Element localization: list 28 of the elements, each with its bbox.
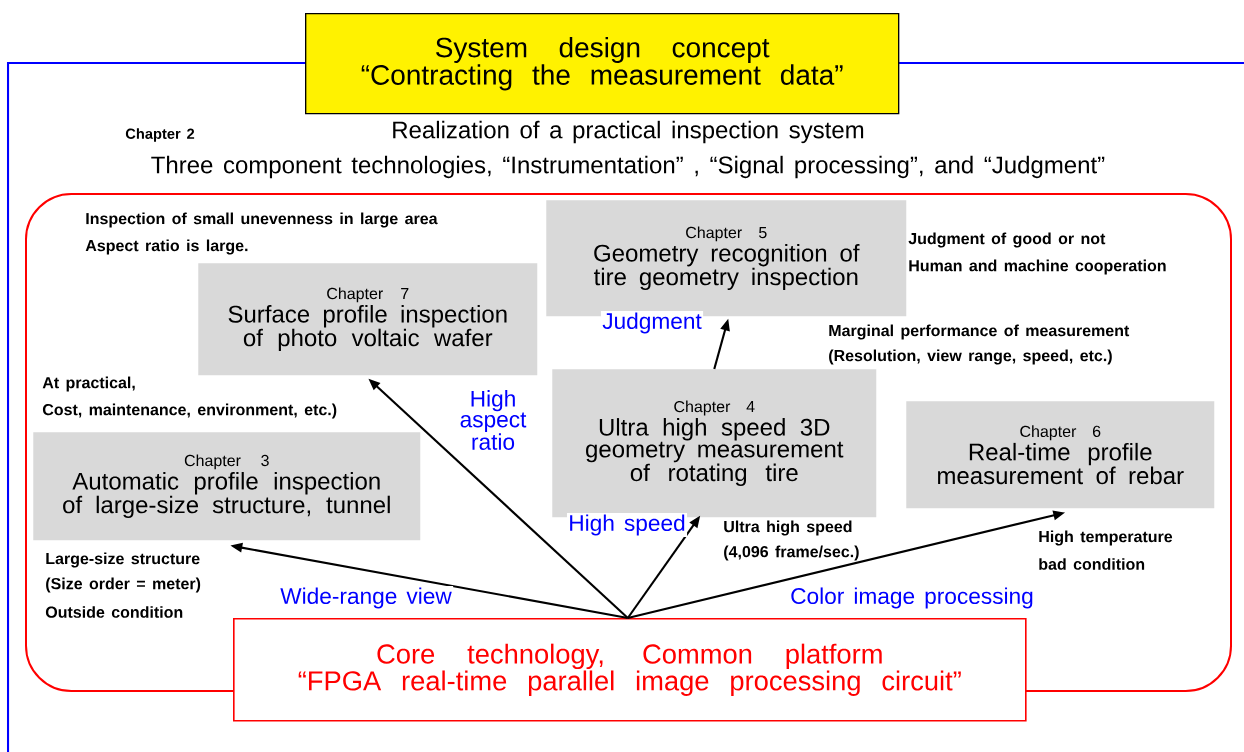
edge-label: Wide-range view: [278, 586, 454, 610]
note-text: Human and machine cooperation: [909, 259, 1166, 275]
note-text: (Size order = meter): [46, 577, 201, 593]
note-text: (4,096 frame/sec.): [724, 545, 859, 561]
heading-text: Three component technologies, “Instrumentation” , “Signal processing”, and “Judgment”: [151, 155, 1105, 179]
note-text: Aspect ratio is large.: [85, 239, 248, 255]
chapter-label: Chapter 2: [125, 128, 195, 142]
chapter-box: Chapter 6 Real-time profile measurement of rebar: [906, 401, 1215, 509]
note-text: Inspection of small unevenness in large area: [86, 212, 438, 228]
note-text: Outside condition: [45, 606, 183, 618]
note-text: High temperature: [1039, 530, 1173, 546]
note-text: Marginal performance of measurement: [829, 324, 1130, 340]
edge-label: High aspect ratio: [451, 388, 535, 452]
note-text: Judgment of good or not: [908, 232, 1106, 248]
chapter-box: Chapter 7 Surface profile inspection of photo voltaic wafer: [198, 263, 538, 376]
edge-label: High speed: [566, 513, 688, 537]
note-text: (Resolution, view range, speed, etc.): [829, 349, 1112, 365]
heading-text: Realization of a practical inspection system: [393, 120, 864, 144]
chapter-box: Chapter 3 Automatic profile inspection of large-size structure, tunnel: [33, 432, 421, 541]
note-text: Large-size structure: [46, 552, 200, 568]
title-box: System design concept “Contracting the measurement data”: [305, 13, 900, 115]
note-text: Cost, maintenance, environment, etc.): [42, 403, 337, 419]
note-text: At practical,: [42, 376, 135, 392]
edge-label: Color image processing: [788, 586, 1036, 610]
edge-label: Judgment: [600, 311, 704, 335]
core-box: Core technology, Common platform “FPGA real-time parallel image processing circuit”: [233, 618, 1027, 722]
note-text: bad condition: [1039, 558, 1145, 570]
note-text: Ultra high speed: [724, 520, 852, 536]
